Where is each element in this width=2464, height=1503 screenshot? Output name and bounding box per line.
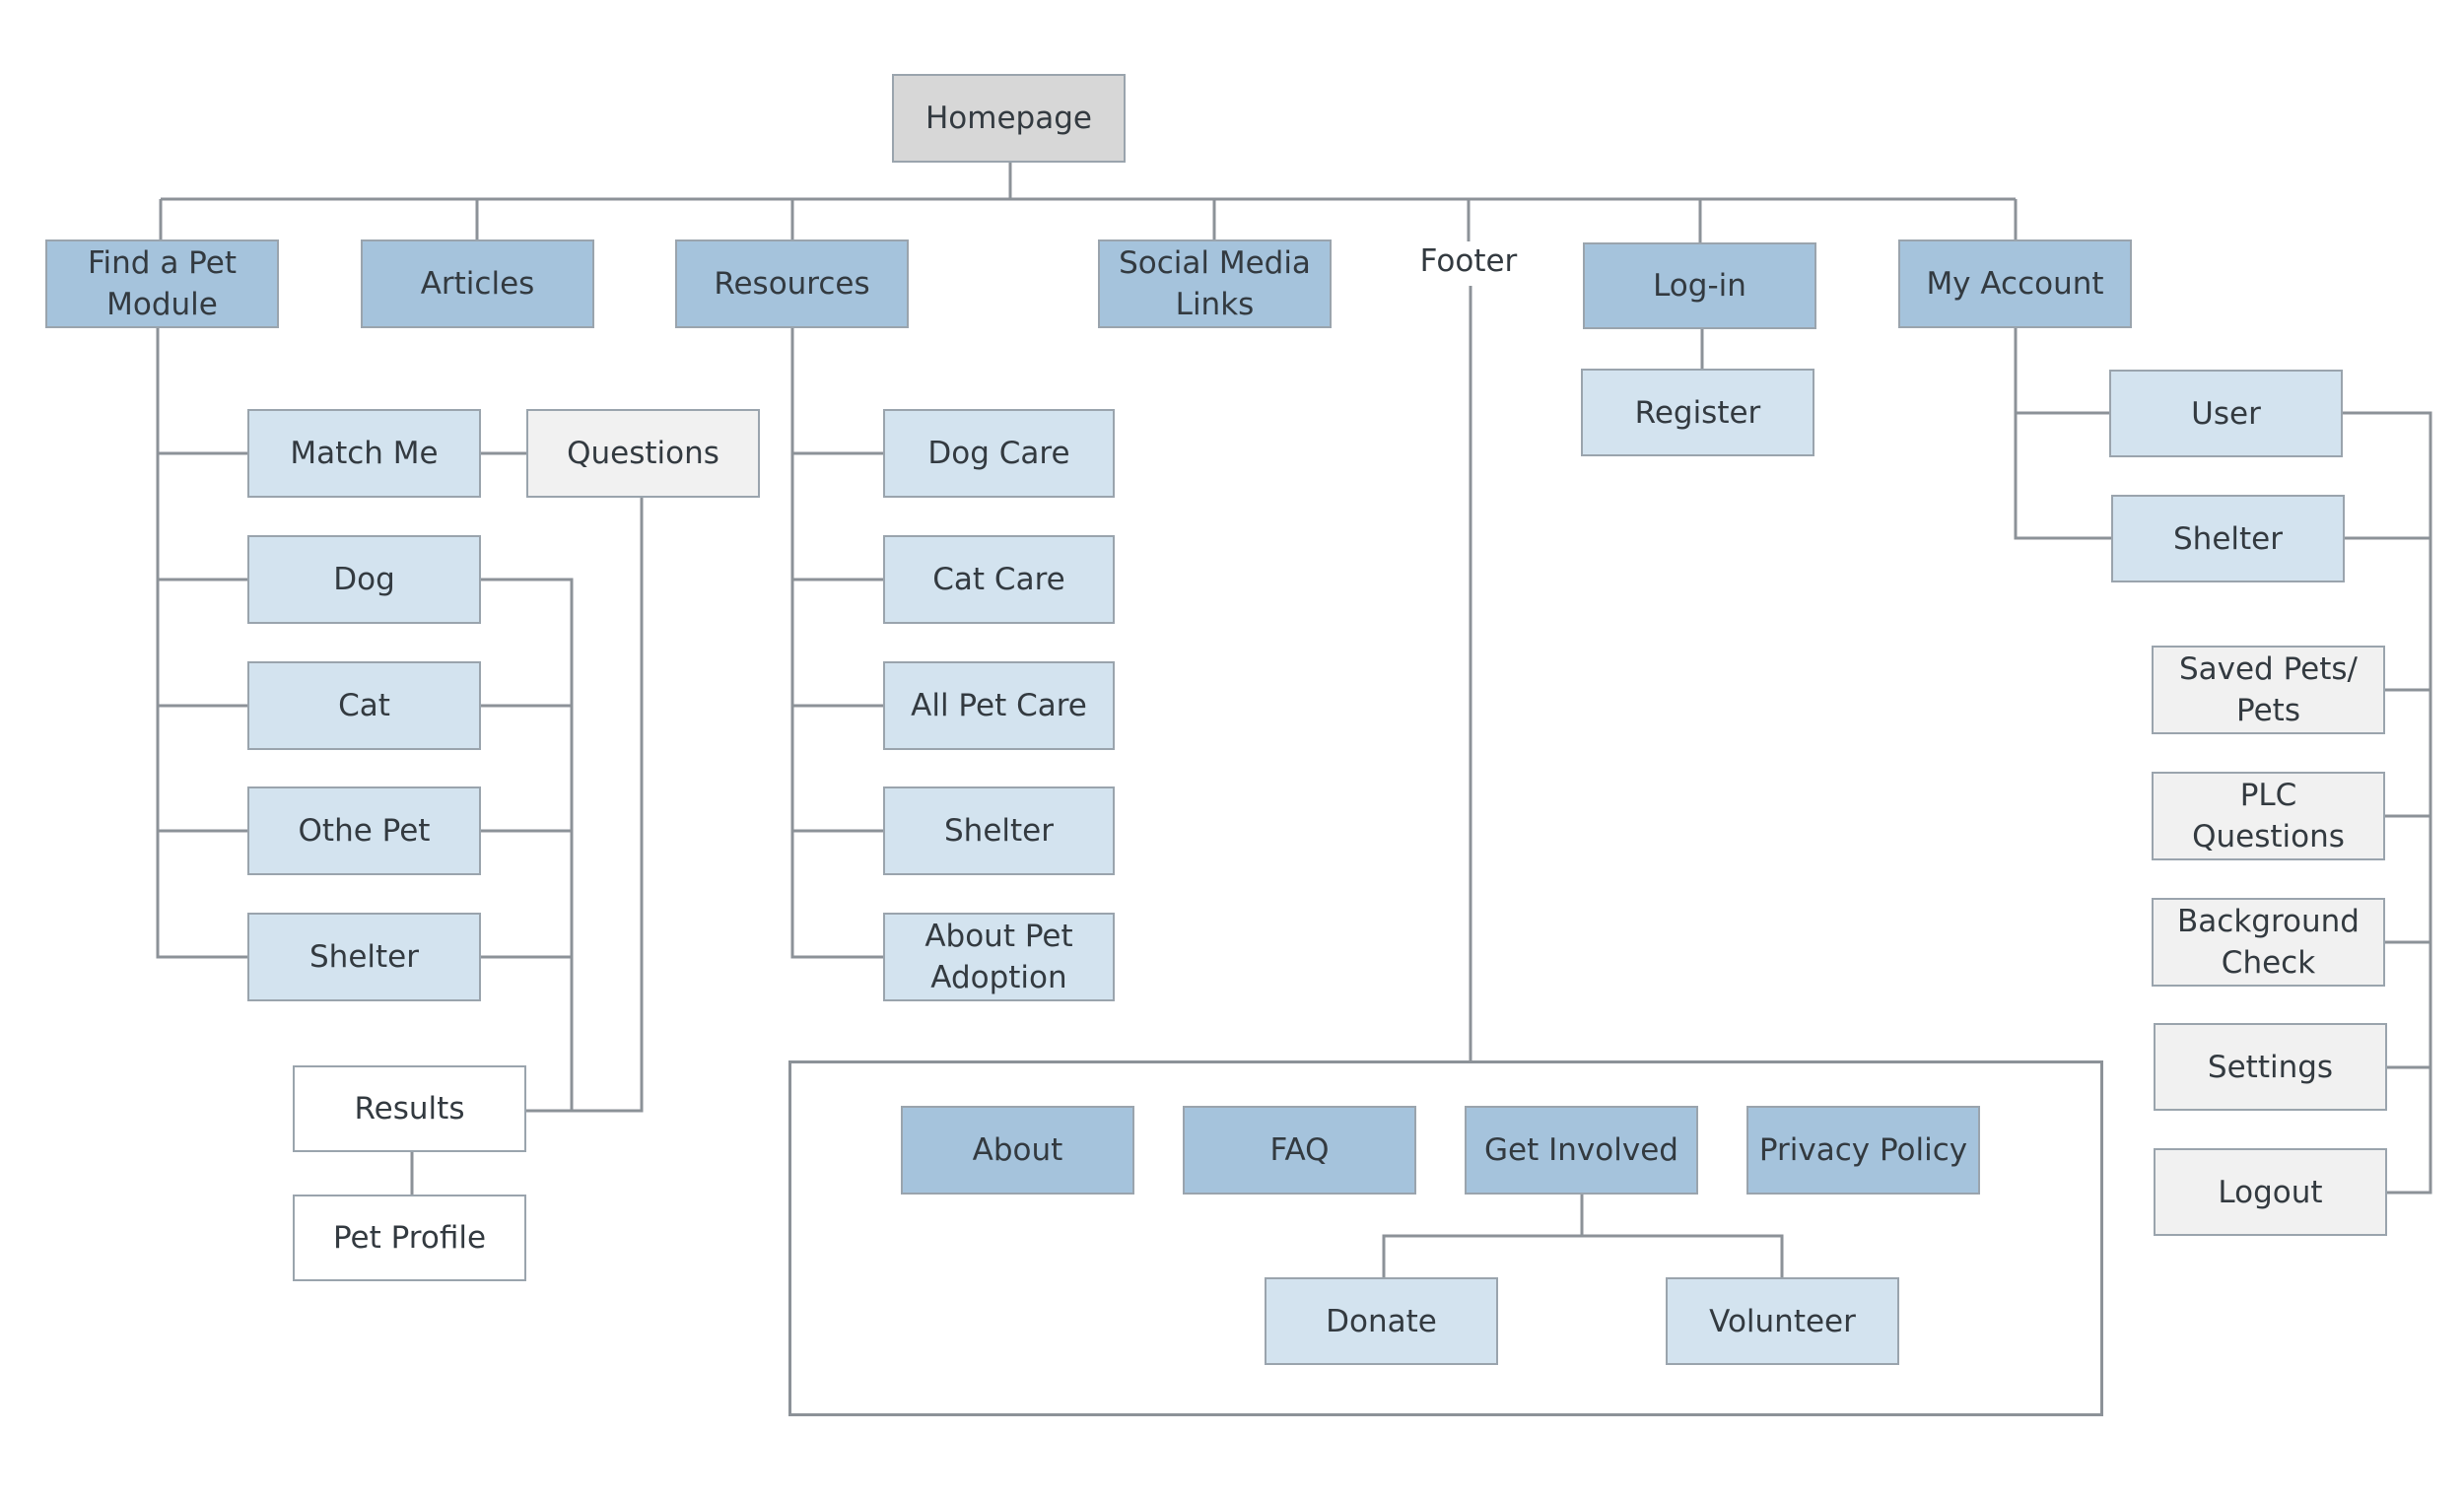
node-results: Results	[293, 1065, 526, 1152]
node-social-media-links: Social Media Links	[1098, 239, 1332, 328]
node-resources: Resources	[675, 239, 909, 328]
node-match-me: Match Me	[247, 409, 481, 498]
node-shelter-find: Shelter	[247, 913, 481, 1001]
node-other-pet: Othe Pet	[247, 786, 481, 875]
node-register: Register	[1581, 369, 1814, 456]
node-pet-profile: Pet Profile	[293, 1195, 526, 1281]
node-shelter-resources: Shelter	[883, 786, 1115, 875]
node-about: About	[901, 1106, 1134, 1195]
node-footer: Footer	[1419, 243, 1518, 279]
node-my-account: My Account	[1898, 239, 2132, 328]
node-log-in: Log-in	[1583, 242, 1816, 329]
node-privacy-policy: Privacy Policy	[1746, 1106, 1980, 1195]
node-settings: Settings	[2154, 1023, 2387, 1111]
node-plc-questions: PLC Questions	[2152, 772, 2385, 860]
node-donate: Donate	[1265, 1277, 1498, 1365]
node-find-a-pet-module: Find a Pet Module	[45, 239, 279, 328]
node-background-check: Background Check	[2152, 898, 2385, 987]
connector-account-right	[2342, 411, 2432, 1195]
connector-resources-spine	[790, 327, 883, 959]
connector-involved-bus	[1382, 1234, 1784, 1277]
footer-group-frame	[788, 1060, 2103, 1416]
node-faq: FAQ	[1183, 1106, 1416, 1195]
node-cat: Cat	[247, 661, 481, 750]
connector-account-spine	[2014, 327, 2111, 540]
node-dog: Dog	[247, 535, 481, 624]
node-volunteer: Volunteer	[1666, 1277, 1899, 1365]
node-dog-care: Dog Care	[883, 409, 1115, 498]
node-cat-care: Cat Care	[883, 535, 1115, 624]
node-all-pet-care: All Pet Care	[883, 661, 1115, 750]
node-questions: Questions	[526, 409, 760, 498]
connector-dog-results	[480, 578, 574, 1111]
node-shelter-account: Shelter	[2111, 495, 2345, 582]
node-saved-pets: Saved Pets/ Pets	[2152, 646, 2385, 734]
node-logout: Logout	[2154, 1148, 2387, 1236]
node-homepage: Homepage	[892, 74, 1126, 163]
connector-find-pet-spine	[156, 327, 247, 959]
node-articles: Articles	[361, 239, 594, 328]
node-about-pet-adoption: About Pet Adoption	[883, 913, 1115, 1001]
node-user: User	[2109, 370, 2343, 457]
node-get-involved: Get Involved	[1465, 1106, 1698, 1195]
connector-questions-results	[526, 498, 644, 1113]
